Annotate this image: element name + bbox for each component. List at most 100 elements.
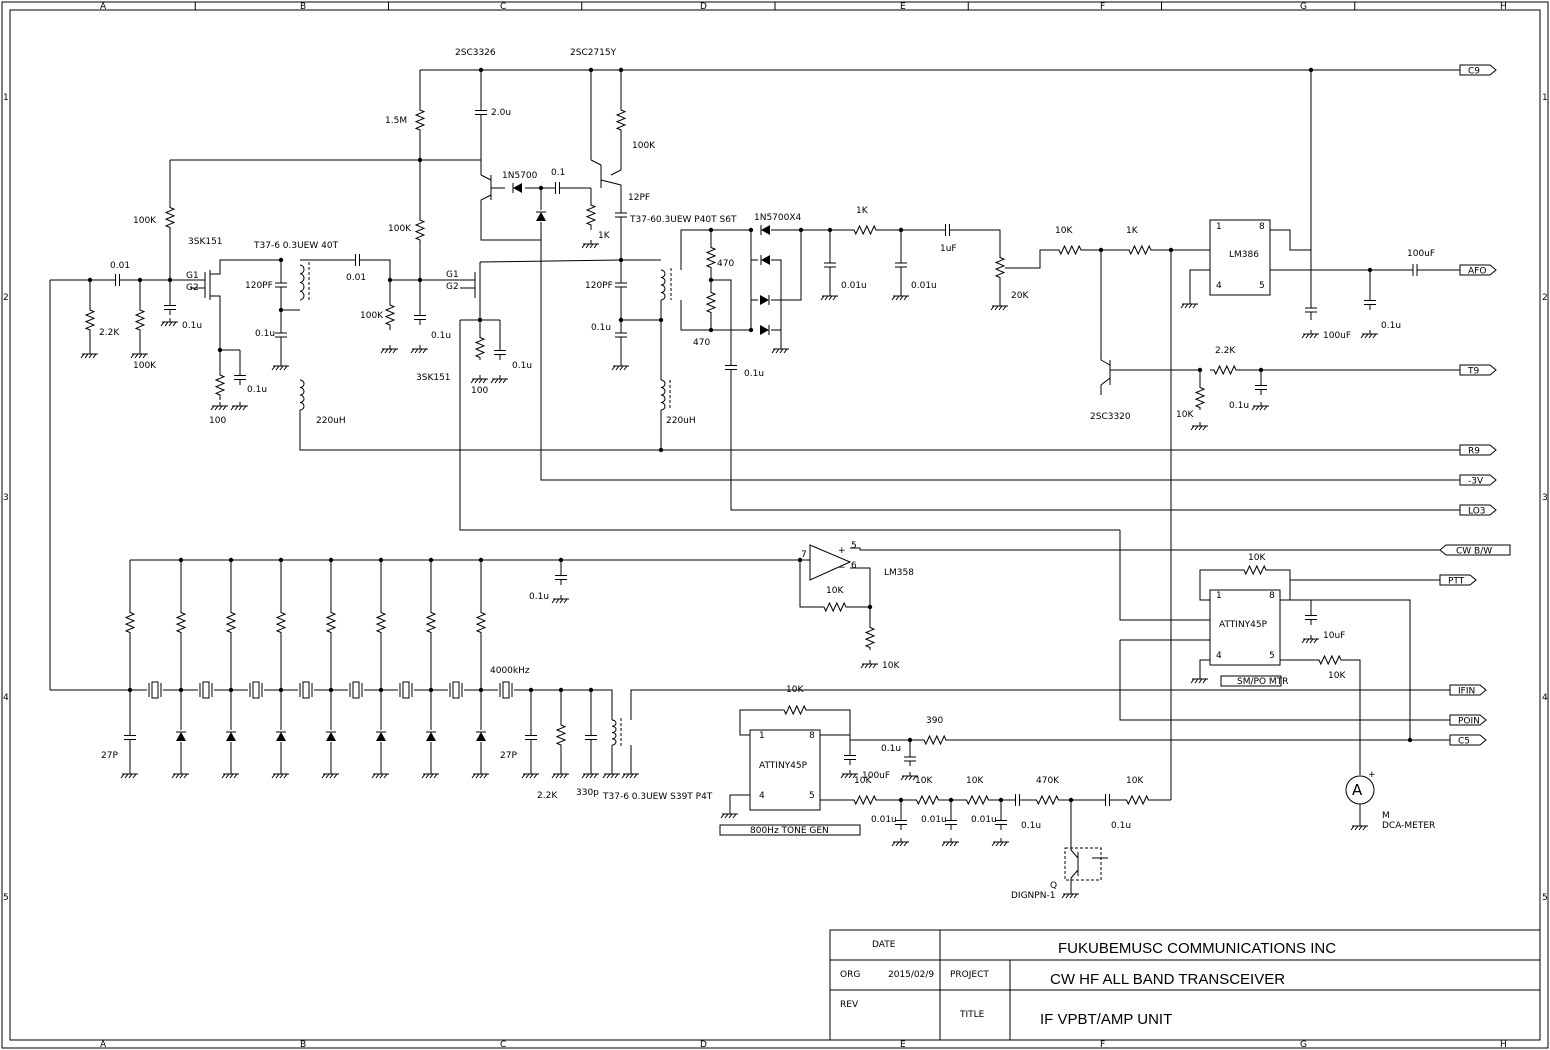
- junction-dot: [228, 557, 234, 563]
- junction-dot: [1068, 797, 1074, 803]
- zone-col-bottom: F: [1100, 1040, 1105, 1050]
- label-lm386: LM386: [1229, 250, 1259, 260]
- resistor: [1125, 244, 1155, 256]
- ground-symbol: [210, 402, 228, 411]
- label-attiny-a: ATTINY45P: [1219, 620, 1268, 630]
- diode: [476, 731, 486, 741]
- resistor: [124, 605, 136, 640]
- junction-dot: [708, 277, 714, 283]
- junction-dot: [278, 257, 284, 263]
- inductor: [660, 269, 666, 301]
- wire: [600, 179, 622, 186]
- resistor: [475, 605, 487, 640]
- resistor: [850, 224, 880, 236]
- junction-dot: [217, 347, 223, 353]
- capacitor: [234, 370, 246, 385]
- lm386-pin1: 1: [1216, 222, 1222, 232]
- capacitor: [1255, 380, 1267, 395]
- junction-dot: [798, 227, 804, 233]
- port-label-t9: T9: [1467, 367, 1479, 377]
- crystal: [148, 681, 162, 699]
- junction-dot: [178, 687, 184, 693]
- capacitor: [1305, 610, 1317, 625]
- label-q-2sc3320: 2SC3320: [1090, 412, 1131, 422]
- ground-symbol: [611, 362, 629, 371]
- label-q-ref: Q: [1050, 881, 1057, 891]
- capacitor: [525, 730, 537, 745]
- ground-symbol: [860, 660, 878, 669]
- port-label-ifin: IFIN: [1458, 687, 1475, 697]
- capacitor: [164, 300, 176, 315]
- ground-symbol: [1301, 635, 1319, 644]
- crystal: [399, 681, 413, 699]
- capacitor: [940, 224, 955, 236]
- label-vr-20k: 20K: [1011, 291, 1029, 301]
- wire: [459, 320, 1120, 531]
- lm386-pin4: 4: [1216, 281, 1222, 291]
- port-afo: AFO: [1459, 264, 1497, 277]
- resistor: [414, 100, 426, 140]
- label-c-330p: 330p: [576, 788, 599, 798]
- ground-symbol: [1301, 330, 1319, 339]
- zone-col-top: B: [300, 2, 306, 12]
- resistor: [850, 794, 880, 806]
- lm358-plus: +: [838, 546, 846, 556]
- wire: [1280, 599, 1312, 610]
- resistor: [864, 625, 876, 650]
- resistor: [214, 370, 226, 400]
- inductor: [299, 379, 305, 411]
- capacitor: [275, 275, 287, 295]
- capacitor: [725, 360, 737, 375]
- attiny-a-pin8: 8: [1269, 591, 1275, 601]
- label-fet1: 3SK151: [188, 237, 223, 247]
- ground-symbol: [602, 770, 620, 779]
- port-m3v: -3V: [1459, 474, 1497, 487]
- wire: [771, 329, 782, 345]
- label-r-10k-gnd: 10K: [882, 661, 900, 671]
- label-r-100k-g1: 100K: [360, 311, 384, 321]
- resistor: [325, 605, 337, 640]
- label-c-0-1u-j: 0.1u: [881, 744, 901, 754]
- resistor: [780, 704, 810, 716]
- crystal: [349, 681, 363, 699]
- port-label-c9: C9: [1468, 67, 1480, 77]
- label-r-100k-in: 100K: [133, 361, 157, 371]
- resistor: [384, 300, 396, 330]
- junction-dot: [898, 797, 904, 803]
- port-label-r9: R9: [1468, 447, 1480, 457]
- tone-box: [719, 824, 861, 836]
- wire: [739, 709, 780, 736]
- capacitor: [1305, 300, 1317, 320]
- tb-date-value: 2015/02/9: [888, 970, 934, 980]
- resistor: [705, 290, 717, 315]
- wire: [1100, 359, 1111, 366]
- title-block: DATE FUKUBEMUSC COMMUNICATIONS INC ORG 2…: [829, 929, 1541, 1041]
- label-c-0-1: 0.1: [551, 168, 565, 178]
- resistor: [375, 605, 387, 640]
- wire: [365, 259, 460, 281]
- wire: [1100, 377, 1111, 395]
- lm386-pin8: 8: [1259, 222, 1265, 232]
- label-c-1uf: 1uF: [940, 244, 957, 254]
- ground-symbol: [160, 318, 178, 327]
- capacitor: [275, 325, 287, 345]
- wire: [1070, 869, 1079, 890]
- ground-symbol: [470, 375, 488, 384]
- diode: [276, 731, 286, 741]
- port-ptt: PTT: [1439, 574, 1477, 587]
- label-r-10k-tone: 10K: [786, 685, 804, 695]
- ground-symbol: [410, 345, 428, 354]
- label-c-120pf-2: 120PF: [585, 281, 613, 291]
- meter-symbol: A: [1352, 781, 1363, 799]
- junction-dot: [1168, 247, 1174, 253]
- label-c-0-01u-b: 0.01u: [911, 281, 937, 291]
- junction-dot: [378, 687, 384, 693]
- junction-dot: [1367, 267, 1373, 273]
- junction-dot: [127, 687, 133, 693]
- junction-dot: [387, 277, 393, 283]
- junction-dot: [478, 67, 484, 73]
- wire: [480, 194, 541, 241]
- wire: [479, 259, 622, 263]
- resistor: [84, 305, 96, 335]
- ic-attiny-b: [749, 729, 821, 811]
